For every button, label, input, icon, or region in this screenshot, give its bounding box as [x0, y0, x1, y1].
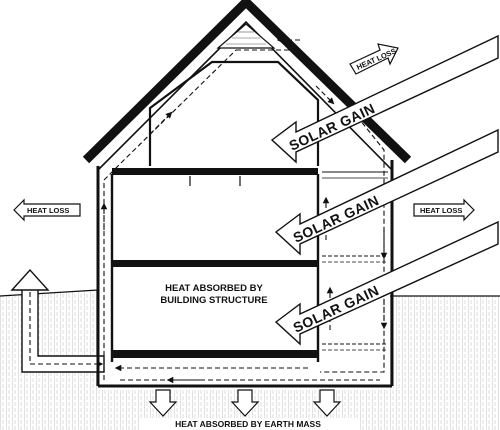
third-floor-slab [112, 168, 318, 175]
earth-mass-arrows [148, 389, 342, 417]
convection-loop [100, 36, 388, 384]
earth-mass-label: HEAT ABSORBED BY EARTH MASS [175, 419, 321, 429]
ground [0, 289, 500, 430]
heat-loss-label-right: HEAT LOSS [420, 206, 462, 215]
solar-gain-arrow-middle: SOLAR GAIN [274, 128, 499, 256]
structure-heat-label: HEAT ABSORBED BY BUILDING STRUCTURE [160, 283, 267, 306]
up-arrow-icon [10, 268, 50, 291]
second-floor-slab [112, 260, 318, 267]
heat-loss-arrow-right: HEAT LOSS [413, 198, 475, 222]
solar-gain-label-bottom: SOLAR GAIN [291, 282, 382, 336]
down-arrow-icon [230, 389, 260, 417]
first-floor-slab [112, 350, 318, 358]
heat-loss-label-left: HEAT LOSS [27, 206, 69, 215]
solar-gain-label-middle: SOLAR GAIN [291, 192, 382, 246]
heat-loss-arrow-roof: HEAT LOSS [349, 43, 399, 75]
structure-label-line2: BUILDING STRUCTURE [160, 295, 267, 306]
attic-vent [216, 23, 276, 49]
sunspace-glazing [322, 171, 388, 351]
down-arrow-icon [312, 389, 342, 417]
heat-loss-arrow-left: HEAT LOSS [13, 198, 81, 222]
down-arrow-icon [148, 389, 178, 417]
structure-label-line1: HEAT ABSORBED BY [165, 283, 263, 294]
